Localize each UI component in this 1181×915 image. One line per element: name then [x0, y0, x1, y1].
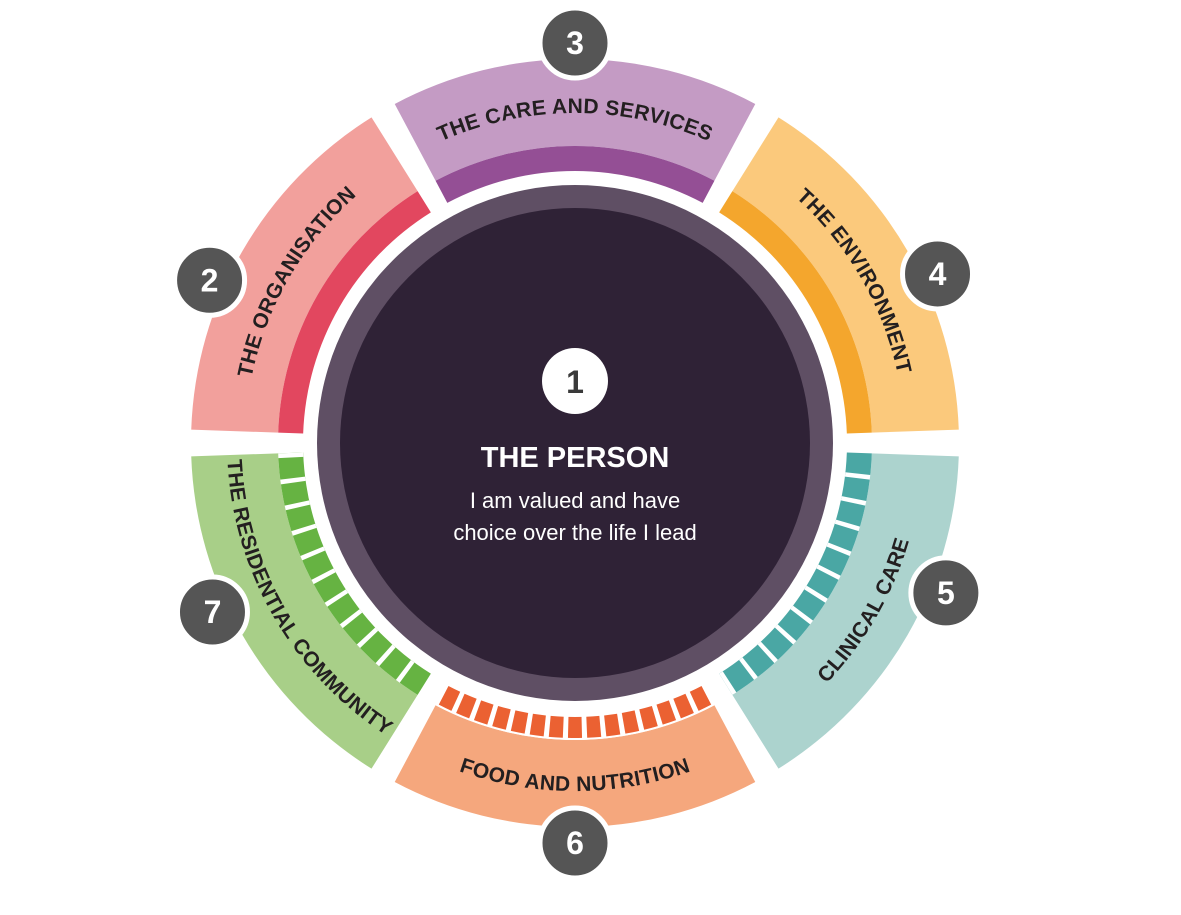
segment-4-badge: 4 [900, 236, 976, 312]
segment-2 [191, 117, 431, 434]
segment-4-badge-circle [900, 236, 976, 312]
segment-6-pattern-mark [548, 715, 564, 738]
segment-7-outer-band [191, 453, 418, 769]
segment-7-pattern-mark [280, 476, 306, 485]
center-circle: 1 THE PERSON I am valued and have choice… [317, 185, 833, 701]
segment-5-pattern-mark [739, 657, 758, 680]
center-number-badge [542, 348, 608, 414]
segment-6-pattern-mark [656, 700, 677, 725]
center-core [340, 208, 810, 678]
segment-6-pattern-mark [510, 710, 529, 734]
segment-3-inner-band [435, 146, 715, 203]
segment-5-pattern-mark [790, 605, 814, 625]
segment-2-outer-band [191, 117, 418, 433]
segment-6-badge: 6 [537, 805, 613, 881]
segment-5-pattern-mark [844, 472, 871, 480]
segment-7 [191, 452, 431, 769]
segment-6-badge-circle [537, 805, 613, 881]
segment-7-pattern-mark [311, 568, 336, 585]
segment-5-pattern-mark [757, 641, 778, 664]
segment-7-pattern-mark [395, 659, 415, 683]
segment-3-outer-band [394, 59, 756, 181]
segment-5-pattern-mark [816, 564, 841, 580]
segment-6-pattern-mark [438, 686, 461, 711]
segment-5-pattern-mark [834, 519, 860, 532]
segment-6-pattern-mark [492, 705, 511, 730]
outer-segments [191, 59, 959, 827]
segment-2-badge: 2 [172, 242, 248, 318]
segment-3-badge-number: 3 [566, 25, 584, 61]
segment-6 [394, 683, 756, 827]
segment-7-pattern-mark [356, 627, 379, 648]
segment-7-inner-band [278, 452, 431, 695]
segment-5-badge: 5 [908, 555, 984, 631]
segment-5-pattern-mark [719, 671, 737, 695]
segment-6-outer-band [394, 705, 756, 827]
segment-2-badge-circle [172, 242, 248, 318]
segment-5-badge-circle [908, 555, 984, 631]
segment-4-outer-band [732, 117, 959, 433]
segment-5-pattern-mark [774, 624, 797, 645]
segment-4 [719, 117, 959, 434]
segment-6-badge-number: 6 [566, 825, 584, 861]
segment-7-pattern-mark [278, 452, 304, 459]
segment-7-pattern-mark [284, 500, 311, 511]
center-number: 1 [566, 364, 584, 400]
segment-2-inner-band [278, 191, 431, 434]
segment-7-pattern-mark [324, 589, 349, 607]
segment-5-pattern-mark [840, 496, 867, 506]
center-title: THE PERSON [481, 442, 670, 474]
segment-6-pattern-mark [567, 716, 583, 738]
segment-7-badge: 7 [174, 574, 250, 650]
segment-6-pattern-mark [456, 693, 477, 719]
segment-number-badges: 2 3 4 5 6 7 [172, 5, 984, 881]
segment-7-badge-number: 7 [204, 594, 222, 630]
segment-6-pattern-mark [639, 705, 658, 730]
segment-5-pattern-mark [804, 585, 828, 603]
segment-5-outer-band [732, 453, 959, 769]
center-subtitle-line1: I am valued and have [470, 488, 680, 513]
segment-6-pattern-mark [604, 713, 621, 737]
segment-6-pattern-mark [473, 700, 494, 725]
segment-5 [719, 452, 959, 769]
segment-5-pattern-mark [826, 542, 852, 557]
segment-6-pattern-mark [586, 715, 602, 738]
segment-3-badge-circle [537, 5, 613, 81]
center-subtitle-line2: choice over the life I lead [453, 520, 696, 545]
segment-7-badge-circle [174, 574, 250, 650]
segment-5-badge-number: 5 [937, 575, 955, 611]
segment-7-pattern-mark [375, 644, 396, 667]
segment-2-badge-number: 2 [201, 262, 219, 298]
segment-4-inner-band [719, 191, 872, 434]
segment-6-pattern-mark [673, 693, 694, 719]
segment-7-pattern-mark [339, 609, 363, 629]
segment-3 [394, 59, 756, 203]
segment-7-pattern-mark [300, 546, 326, 561]
segment-6-pattern-mark [621, 710, 640, 734]
segment-3-badge: 3 [537, 5, 613, 81]
segment-7-pattern-mark [291, 523, 317, 536]
segment-6-pattern-mark [529, 713, 546, 737]
segment-6-pattern-mark [689, 686, 712, 711]
segment-4-badge-number: 4 [929, 256, 947, 292]
